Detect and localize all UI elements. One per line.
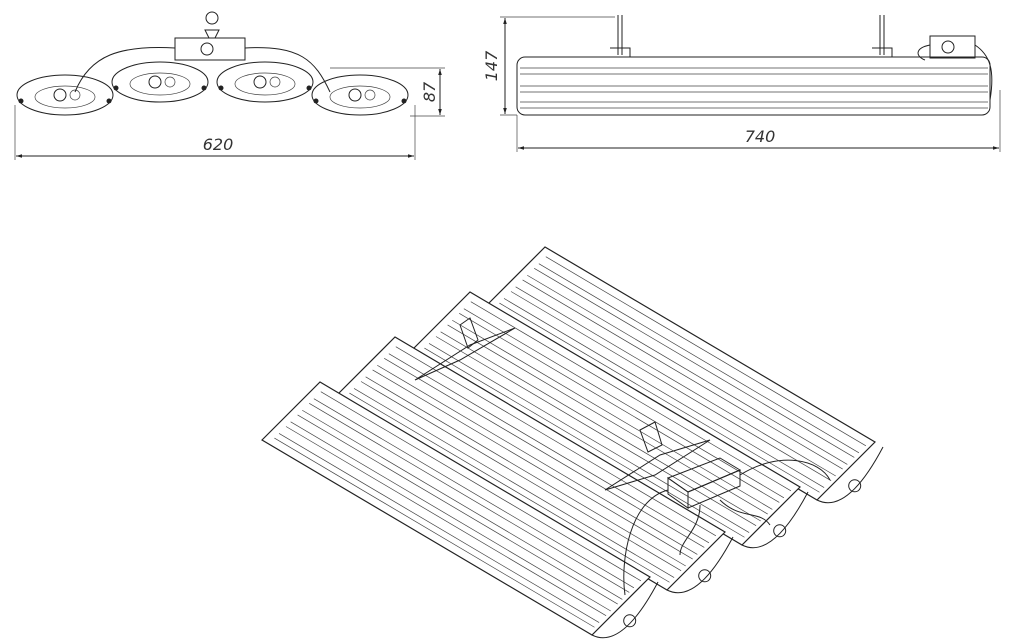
lamp-module-iso xyxy=(261,381,659,639)
cable-gland-iso xyxy=(848,479,862,493)
cable-gland-iso xyxy=(773,524,787,538)
isometric-view xyxy=(261,246,884,639)
lamp-module-iso xyxy=(411,291,809,549)
lamp-module-iso xyxy=(486,246,884,504)
cable-gland-iso xyxy=(698,569,712,583)
mounting-bracket-left xyxy=(605,15,635,58)
junction-box xyxy=(174,37,246,61)
cable-gland xyxy=(200,42,214,56)
dimension-740: 740 xyxy=(745,127,776,146)
junction-box-iso xyxy=(623,457,831,596)
front-lamp-modules xyxy=(16,61,409,116)
lamp-body-side xyxy=(516,56,991,116)
junction-box-side xyxy=(929,35,976,59)
lamp-module-front xyxy=(216,61,314,103)
cable-gland-iso xyxy=(623,614,637,628)
side-view: 147 740 xyxy=(482,15,1001,152)
dimension-620: 620 xyxy=(203,135,234,154)
mounting-bracket-right xyxy=(867,15,897,58)
eye-bolt xyxy=(205,11,219,25)
lamp-module-front xyxy=(311,74,409,116)
mounting-brackets-iso xyxy=(414,317,711,491)
dimension-147: 147 xyxy=(482,50,501,81)
lamp-module-front xyxy=(16,74,114,116)
lamp-module-front xyxy=(111,61,209,103)
front-view: 620 87 xyxy=(14,11,445,160)
dimension-87: 87 xyxy=(420,81,439,102)
